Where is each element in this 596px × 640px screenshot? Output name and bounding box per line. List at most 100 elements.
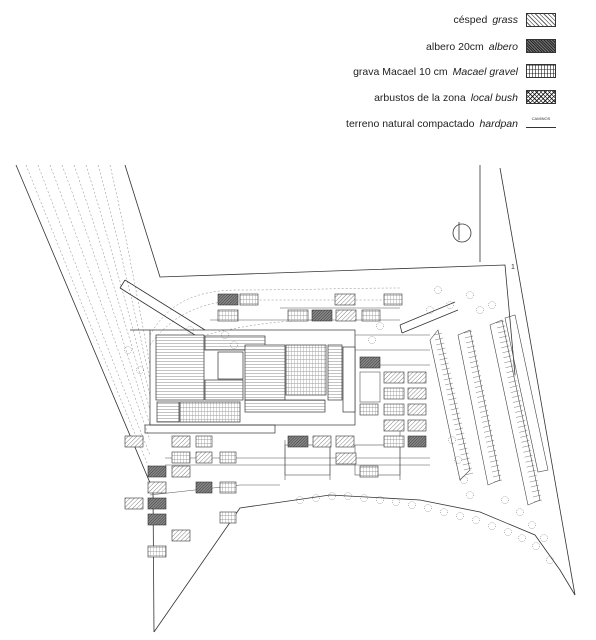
bed-grass <box>171 529 191 542</box>
bed-grass <box>171 465 191 478</box>
parking-bay-line <box>437 347 446 351</box>
parking-bay-line <box>460 452 469 456</box>
parking-bay-line <box>451 412 460 416</box>
parking-bay-line <box>433 332 443 336</box>
tree-icon <box>448 436 456 444</box>
legend-label-es: terreno natural compactado <box>346 118 475 130</box>
parking-bay-line <box>507 375 516 378</box>
bed-gravel <box>359 465 379 478</box>
parking-bay-line <box>484 435 494 438</box>
hardpan-swatch-label: CAMINOS <box>531 116 551 121</box>
tree-icon <box>376 322 384 330</box>
legend-label-es: grava Macael 10 cm <box>353 66 448 78</box>
bed-grass <box>407 403 427 416</box>
tree-icon <box>426 306 434 314</box>
tree-icon <box>454 456 462 464</box>
parking-bay-line <box>486 445 496 448</box>
parking-bay-line <box>522 445 531 448</box>
bed-grass <box>124 435 144 448</box>
bed-gravel <box>383 403 405 416</box>
parking-bay-line <box>525 460 534 463</box>
tree-icon <box>460 476 468 484</box>
tree-icon <box>516 508 524 516</box>
bed-gravel <box>239 293 259 306</box>
parking-bay-line <box>467 350 477 354</box>
tree-icon <box>456 512 464 520</box>
tree-icon <box>408 501 416 509</box>
parking-bay-line <box>452 417 461 421</box>
bed-grass <box>383 371 405 384</box>
tree-icon <box>230 341 238 349</box>
bed-grass <box>383 419 405 432</box>
parking-bay-line <box>478 405 488 408</box>
parking-bay-line <box>448 397 457 401</box>
parking-bay-line <box>454 427 464 431</box>
parking-bay-line <box>530 484 539 488</box>
parking-bay-line <box>483 430 493 433</box>
parking-bay-line <box>457 437 466 441</box>
parking-bay-line <box>443 377 453 381</box>
parking-bay-line <box>440 362 449 366</box>
parking-bay-line <box>469 360 479 363</box>
bed-grass <box>147 481 167 494</box>
parking-bay-line <box>501 345 510 349</box>
tree-icon <box>296 496 304 504</box>
bed-gravel <box>217 309 239 322</box>
parking-bay-line <box>461 457 470 461</box>
bed-albero <box>359 356 381 369</box>
tree-icon <box>446 301 454 309</box>
tree-icon <box>528 521 536 529</box>
bed-gravel <box>361 309 381 322</box>
contour-lines <box>25 164 401 471</box>
trees <box>124 286 554 564</box>
tree-icon <box>360 494 368 502</box>
parking-bay-line <box>512 400 521 403</box>
bed-gravel <box>219 451 237 464</box>
parking-bay-line <box>473 380 483 383</box>
parking-bay-line <box>458 442 467 446</box>
bed-gravel <box>147 545 167 558</box>
legend: césped grass albero 20cm albero grava Ma… <box>0 0 596 140</box>
parking-bay-line <box>527 469 536 473</box>
parking-bay-line <box>462 462 471 466</box>
parking-bay-line <box>450 407 459 411</box>
parking-bay-line <box>508 380 517 383</box>
parking-bay-line <box>479 410 489 413</box>
tree-icon <box>376 496 384 504</box>
parking-area <box>429 314 549 506</box>
bed-gravel <box>359 403 379 416</box>
parking-bay-line <box>529 479 538 483</box>
parking-bay-line <box>436 342 445 346</box>
main-building <box>130 329 356 434</box>
tree-icon <box>504 528 512 536</box>
parking-bay-line <box>489 459 499 463</box>
parking-bay-line <box>456 432 465 436</box>
parking-bay-line <box>497 325 506 329</box>
parking-bay-line <box>490 464 500 468</box>
bed-gravel <box>195 435 213 448</box>
parking-bay-line <box>477 400 487 403</box>
bed-grass <box>407 371 427 384</box>
parking-bay-line <box>495 320 505 324</box>
bed-gravel <box>383 387 405 400</box>
legend-label-en: hardpan <box>479 118 518 130</box>
bed-albero <box>147 465 167 478</box>
legend-swatch-bush <box>526 90 556 104</box>
parking-bay-line <box>531 489 540 493</box>
parking-bay-line <box>464 335 474 339</box>
parking-bay-line <box>445 382 454 386</box>
legend-label-en: local bush <box>470 92 518 104</box>
legend-label-en: Macael gravel <box>452 66 518 78</box>
tree-icon <box>540 534 548 542</box>
parking-bay-line <box>453 422 462 426</box>
tree-icon <box>472 516 480 524</box>
parking-bay-line <box>474 385 484 388</box>
parking-bay-line <box>441 367 450 371</box>
bed-gravel <box>383 293 403 306</box>
bed-grass <box>335 452 357 465</box>
tree-icon <box>312 494 320 502</box>
tree-icon <box>466 491 474 499</box>
access-ramp-nw <box>119 279 206 338</box>
parking-bay-line <box>528 474 537 478</box>
bed-grass <box>334 293 356 306</box>
